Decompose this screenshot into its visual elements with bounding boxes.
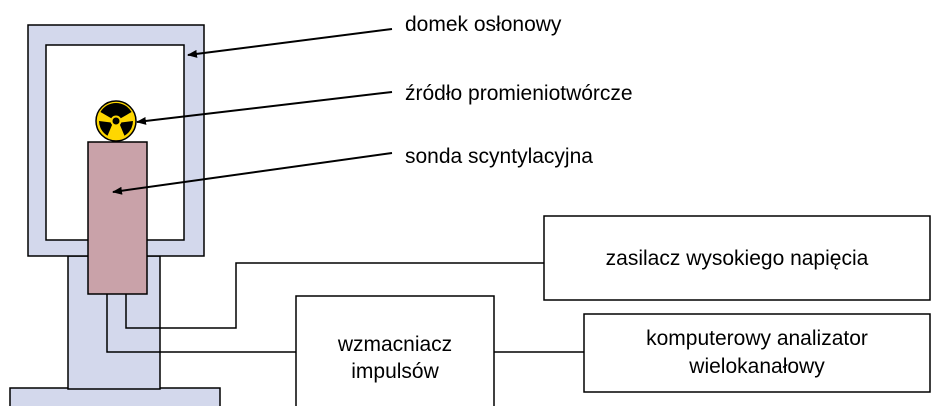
- arrow-source: [136, 91, 393, 125]
- cable-to-amplifier: [106, 294, 296, 353]
- base-block: [9, 387, 221, 406]
- cable-to-hv-supply: [125, 262, 544, 329]
- scintillation-probe: [87, 141, 148, 295]
- analyzer-label-line2: wielokanałowy: [688, 355, 825, 378]
- amplifier-label-line2: impulsów: [351, 360, 439, 383]
- analyzer-box: [583, 313, 931, 393]
- label-source: źródło promieniotwórcze: [405, 82, 633, 105]
- arrow-shield-house: [187, 28, 393, 58]
- hv-supply-box: [543, 215, 931, 301]
- arrow-probe: [112, 152, 393, 195]
- amplifier-box: [295, 295, 495, 406]
- label-probe: sonda scyntylacyjna: [405, 145, 593, 168]
- trefoil-blades: [99, 104, 133, 136]
- analyzer-label-line1: komputerowy analizator: [646, 327, 868, 350]
- label-shield-house: domek osłonowy: [405, 13, 562, 36]
- radiation-trefoil-icon: [95, 100, 137, 142]
- amplifier-label-line1: wzmacniacz: [337, 333, 452, 356]
- hv-supply-label: zasilacz wysokiego napięcia: [606, 247, 869, 270]
